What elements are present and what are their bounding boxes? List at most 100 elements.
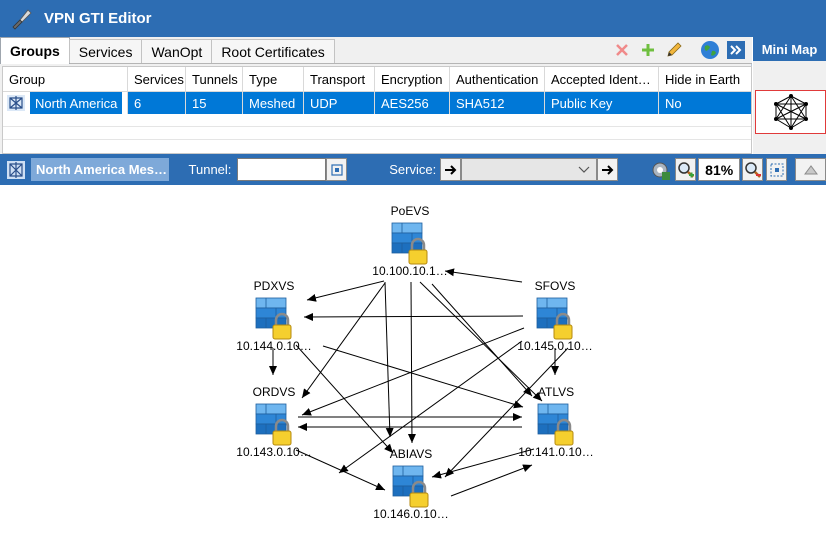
tunnel-input[interactable] — [237, 158, 327, 181]
node-ip: 10.144.0.10… — [236, 339, 312, 353]
tunnel-edge[interactable] — [306, 280, 385, 302]
column-header[interactable]: Accepted Ident… — [545, 67, 659, 91]
tab-strip: Groups Services WanOpt Root Certificates — [0, 37, 752, 64]
group-tools — [612, 40, 746, 60]
plus-icon — [642, 44, 654, 56]
tunnel-edge[interactable] — [322, 345, 524, 409]
close-icon — [616, 44, 628, 56]
tunnel-edge[interactable] — [444, 268, 523, 283]
arrow-right-icon — [601, 164, 613, 175]
topology-canvas — [254, 221, 575, 509]
zoom-level[interactable]: 81% — [698, 158, 741, 181]
column-header[interactable]: Group — [3, 67, 128, 91]
service-go-button[interactable] — [597, 158, 619, 181]
service-go-left-button[interactable] — [440, 158, 462, 181]
expand-button[interactable] — [726, 40, 746, 60]
tunnel-edge[interactable] — [407, 281, 416, 444]
wrench-icon — [12, 8, 32, 30]
table-row[interactable]: North America 6 15 Meshed UDP AES256 SHA… — [3, 92, 751, 114]
chevron-down-icon — [578, 166, 590, 173]
service-dropdown[interactable] — [461, 158, 598, 181]
fit-icon — [770, 163, 784, 176]
cell-group: North America — [3, 92, 128, 114]
tab-groups[interactable]: Groups — [0, 37, 70, 64]
group-selector[interactable]: North America Mes… — [31, 158, 169, 181]
groups-table: Group Services Tunnels Type Transport En… — [2, 66, 752, 154]
cell-tunnels: 15 — [186, 92, 243, 114]
firewall-gateway-icon[interactable] — [390, 221, 429, 266]
tunnel-edge[interactable] — [295, 449, 386, 491]
collapse-button[interactable] — [795, 158, 826, 181]
cell-type: Meshed — [243, 92, 304, 114]
tab-root-certificates[interactable]: Root Certificates — [211, 39, 335, 63]
tunnel-edges — [269, 268, 569, 497]
node-name: ABIAVS — [389, 447, 433, 461]
firewall-gateway-icon[interactable] — [254, 402, 293, 447]
gear-network-icon — [652, 162, 671, 180]
tunnel-edge[interactable] — [419, 281, 543, 402]
tunnel-edge[interactable] — [338, 340, 523, 474]
tunnel-edge[interactable] — [450, 464, 533, 497]
node-name: ATLVS — [537, 385, 575, 399]
node-ip: 10.143.0.10… — [236, 445, 312, 459]
column-header[interactable]: Hide in Earth — [665, 71, 741, 87]
node-ip: 10.100.10.1… — [372, 264, 448, 278]
zoom-out-icon — [745, 161, 761, 178]
column-header[interactable]: Tunnels — [186, 67, 243, 91]
topology-toolbar: North America Mes… Tunnel: Service: 81% — [0, 154, 826, 185]
double-chevron-right-icon — [727, 41, 745, 59]
node-ip: 10.146.0.10… — [373, 507, 449, 521]
empty-row — [3, 114, 751, 127]
title-bar: VPN GTI Editor — [0, 0, 826, 37]
groups-panel: Groups Services WanOpt Root Certificates… — [0, 37, 752, 154]
mesh-group-icon — [7, 95, 25, 111]
empty-row — [3, 127, 751, 140]
triangle-up-icon — [803, 164, 818, 174]
tunnel-label: Tunnel: — [188, 162, 232, 177]
column-header[interactable]: Transport — [304, 67, 375, 91]
window-title: VPN GTI Editor — [44, 10, 152, 27]
add-button[interactable] — [638, 40, 658, 60]
zoom-out-button[interactable] — [742, 158, 764, 181]
column-header[interactable]: Encryption — [375, 67, 450, 91]
tunnel-edge[interactable] — [301, 282, 386, 399]
column-header[interactable]: Authentication — [450, 67, 545, 91]
tab-services[interactable]: Services — [68, 39, 143, 63]
target-icon — [331, 163, 343, 176]
node-name: ORDVS — [252, 385, 296, 399]
tunnel-edge[interactable] — [303, 312, 524, 321]
mesh-group-icon — [7, 161, 25, 179]
column-header[interactable]: Services — [128, 67, 186, 91]
group-name: North America — [30, 92, 123, 114]
tab-wanopt[interactable]: WanOpt — [141, 39, 213, 63]
cell-services: 6 — [128, 92, 186, 114]
node-name: PoEVS — [390, 204, 430, 218]
tunnel-edge[interactable] — [384, 281, 394, 438]
node-ip: 10.141.0.10… — [518, 445, 594, 459]
zoom-in-icon — [677, 161, 694, 178]
edit-button[interactable] — [664, 40, 684, 60]
firewall-gateway-icon[interactable] — [391, 464, 430, 509]
column-header[interactable]: Type — [243, 67, 304, 91]
tunnel-select-button[interactable] — [326, 158, 348, 181]
fit-to-window-button[interactable] — [766, 158, 788, 181]
mesh-thumbnail-icon — [774, 94, 808, 130]
firewall-gateway-icon[interactable] — [536, 402, 575, 447]
tunnel-edge[interactable] — [301, 327, 525, 416]
tunnel-edge[interactable] — [295, 344, 394, 454]
service-label: Service: — [389, 162, 437, 177]
delete-button[interactable] — [612, 40, 632, 60]
globe-icon — [701, 41, 719, 59]
firewall-gateway-icon[interactable] — [535, 296, 574, 341]
table-header: Group Services Tunnels Type Transport En… — [3, 67, 751, 92]
earth-button[interactable] — [700, 40, 720, 60]
zoom-in-button[interactable] — [675, 158, 697, 181]
cell-authentication: SHA512 — [450, 92, 545, 114]
settings-button[interactable] — [649, 158, 671, 181]
tunnel-edge[interactable] — [431, 283, 533, 397]
tunnel-edge[interactable] — [444, 347, 569, 478]
mini-map-viewport[interactable] — [755, 90, 826, 134]
firewall-gateway-icon[interactable] — [254, 296, 293, 341]
node-name: PDXVS — [253, 279, 295, 293]
